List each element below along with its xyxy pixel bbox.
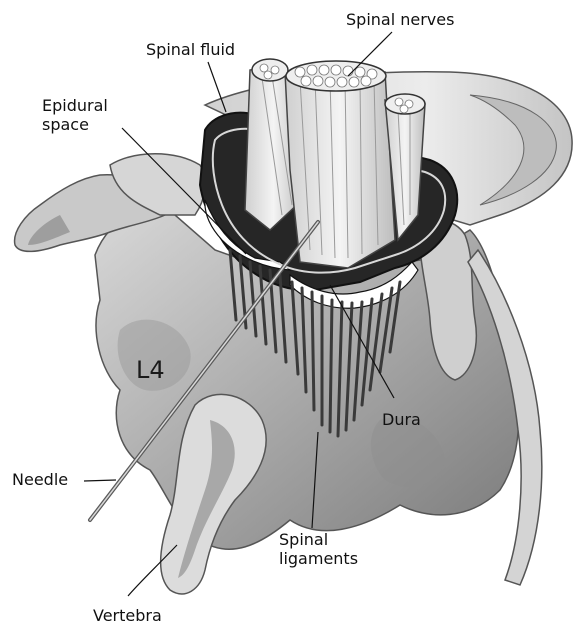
label-spinal-ligaments: Spinal ligaments [279, 530, 358, 568]
leader-needle [84, 480, 116, 481]
label-vertebra: Vertebra [93, 606, 162, 625]
label-l4: L4 [136, 357, 165, 383]
label-spinal-nerves: Spinal nerves [346, 10, 454, 29]
label-spinal-fluid: Spinal fluid [146, 40, 235, 59]
label-dura: Dura [382, 410, 421, 429]
label-epidural-space: Epidural space [42, 96, 108, 134]
label-needle: Needle [12, 470, 68, 489]
